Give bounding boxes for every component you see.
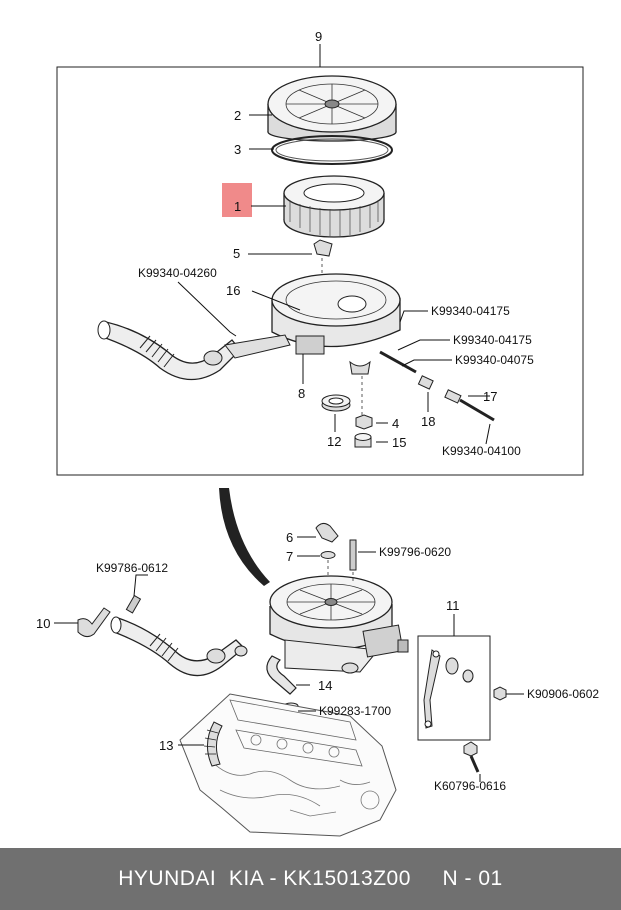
lower-air-cleaner-assembly (269, 575, 409, 674)
label-2: 2 (234, 108, 241, 123)
intake-hose (97, 320, 291, 381)
grommet-12 (321, 394, 351, 412)
lower-intake-hose (110, 616, 248, 677)
pointer-arrow (219, 488, 270, 586)
highlight-marker (222, 183, 252, 217)
label-k99340-04175-b: K99340-04175 (453, 333, 532, 347)
nut-0602 (493, 686, 507, 701)
label-7: 7 (286, 549, 293, 564)
bracket-11 (423, 649, 474, 729)
wing-nut-6 (315, 522, 339, 543)
label-10: 10 (36, 616, 50, 631)
label-6: 6 (286, 530, 293, 545)
label-k99283-1700: K99283-1700 (319, 704, 391, 718)
bushing-15 (354, 433, 372, 448)
label-14: 14 (318, 678, 332, 693)
label-4: 4 (392, 416, 399, 431)
hose-13 (203, 721, 223, 767)
label-k99786-0612: K99786-0612 (96, 561, 168, 575)
bolt-0616 (463, 741, 480, 773)
label-1: 1 (234, 199, 241, 214)
label-k99340-04175-a: K99340-04175 (431, 304, 510, 318)
bolt-assembly (379, 350, 495, 422)
label-11: 11 (446, 598, 460, 613)
hose-14 (266, 655, 297, 695)
clip-5 (313, 239, 333, 257)
bolt-0620 (349, 539, 357, 571)
label-18: 18 (421, 414, 435, 429)
label-k99340-04075: K99340-04075 (455, 353, 534, 367)
footer-text: HYUNDAI KIA - KK15013Z00 N - 01 (118, 867, 503, 890)
air-filter-element (283, 175, 385, 238)
air-cleaner-cover (267, 75, 397, 142)
label-12: 12 (327, 434, 341, 449)
label-k99796-0620: K99796-0620 (379, 545, 451, 559)
label-5: 5 (233, 246, 240, 261)
clip-10 (77, 607, 111, 638)
label-13: 13 (159, 738, 173, 753)
engine-block (179, 693, 397, 837)
label-k60796-0616: K60796-0616 (434, 779, 506, 793)
cover-gasket (271, 135, 393, 165)
washer-7 (320, 551, 336, 559)
label-8: 8 (298, 386, 305, 401)
label-k90906-0602: K90906-0602 (527, 687, 599, 701)
upper-leader-lines (177, 114, 491, 445)
bolt-0612 (125, 594, 142, 614)
label-k99340-04100: K99340-04100 (442, 444, 521, 458)
label-3: 3 (234, 142, 241, 157)
part-number-footer: HYUNDAI KIA - KK15013Z00 N - 01 (0, 848, 621, 910)
air-cleaner-housing (271, 273, 401, 375)
label-16: 16 (226, 283, 240, 298)
parts-diagram: 9 (36, 29, 599, 837)
nut-4 (355, 414, 373, 430)
label-17: 17 (483, 389, 497, 404)
label-15: 15 (392, 435, 406, 450)
lower-leader-lines (54, 536, 524, 782)
label-9: 9 (315, 29, 322, 44)
label-k99340-04260: K99340-04260 (138, 266, 217, 280)
